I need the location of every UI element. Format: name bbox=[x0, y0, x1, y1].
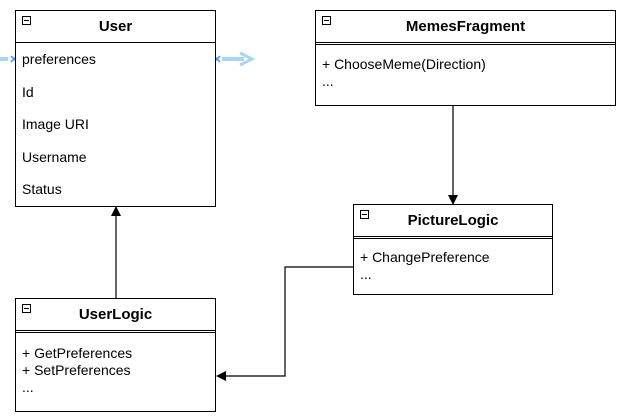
class-picture-logic-header[interactable]: PictureLogic bbox=[354, 205, 552, 239]
class-memes-fragment-name: MemesFragment bbox=[405, 18, 526, 35]
class-memes-fragment-header[interactable]: MemesFragment bbox=[316, 11, 615, 45]
method-get-preferences[interactable]: + GetPreferences bbox=[22, 345, 133, 361]
collapse-icon[interactable] bbox=[360, 210, 369, 219]
method-choose-meme[interactable]: + ChooseMeme(Direction) bbox=[322, 56, 486, 72]
method-ellipsis[interactable]: ... bbox=[322, 73, 334, 89]
class-picture-logic-methods: + ChangePreference ... bbox=[354, 239, 552, 283]
method-change-preference[interactable]: + ChangePreference bbox=[360, 249, 490, 265]
method-ellipsis[interactable]: ... bbox=[22, 379, 34, 395]
class-user-logic-name: UserLogic bbox=[78, 306, 153, 323]
class-user-header[interactable]: User bbox=[16, 11, 215, 43]
class-picture-logic[interactable]: PictureLogic + ChangePreference ... bbox=[353, 204, 553, 295]
attribute-preferences[interactable]: preferences bbox=[22, 51, 96, 67]
class-user-logic[interactable]: UserLogic + GetPreferences + SetPreferen… bbox=[15, 298, 216, 412]
class-picture-logic-name: PictureLogic bbox=[407, 212, 499, 229]
selection-hint-arrow[interactable] bbox=[222, 51, 256, 67]
attribute-status[interactable]: Status bbox=[22, 181, 62, 197]
class-user-logic-header[interactable]: UserLogic bbox=[16, 299, 215, 333]
connector-picturelogic-to-userlogic[interactable] bbox=[216, 266, 353, 381]
class-user-logic-methods: + GetPreferences + SetPreferences ... bbox=[16, 333, 215, 396]
attribute-username[interactable]: Username bbox=[22, 148, 87, 165]
attribute-id[interactable]: Id bbox=[22, 83, 34, 100]
class-user[interactable]: User preferences Id Image URI Username S… bbox=[15, 10, 216, 207]
method-ellipsis[interactable]: ... bbox=[360, 266, 372, 282]
collapse-icon[interactable] bbox=[22, 304, 31, 313]
collapse-icon[interactable] bbox=[322, 16, 331, 25]
class-memes-fragment-methods: + ChooseMeme(Direction) ... bbox=[316, 45, 615, 90]
attribute-image-uri[interactable]: Image URI bbox=[22, 116, 89, 132]
class-user-name: User bbox=[98, 18, 133, 35]
collapse-icon[interactable] bbox=[22, 16, 31, 25]
class-user-attributes: preferences Id Image URI Username Status bbox=[16, 43, 215, 206]
method-set-preferences[interactable]: + SetPreferences bbox=[22, 362, 131, 378]
class-memes-fragment[interactable]: MemesFragment + ChooseMeme(Direction) ..… bbox=[315, 10, 616, 106]
